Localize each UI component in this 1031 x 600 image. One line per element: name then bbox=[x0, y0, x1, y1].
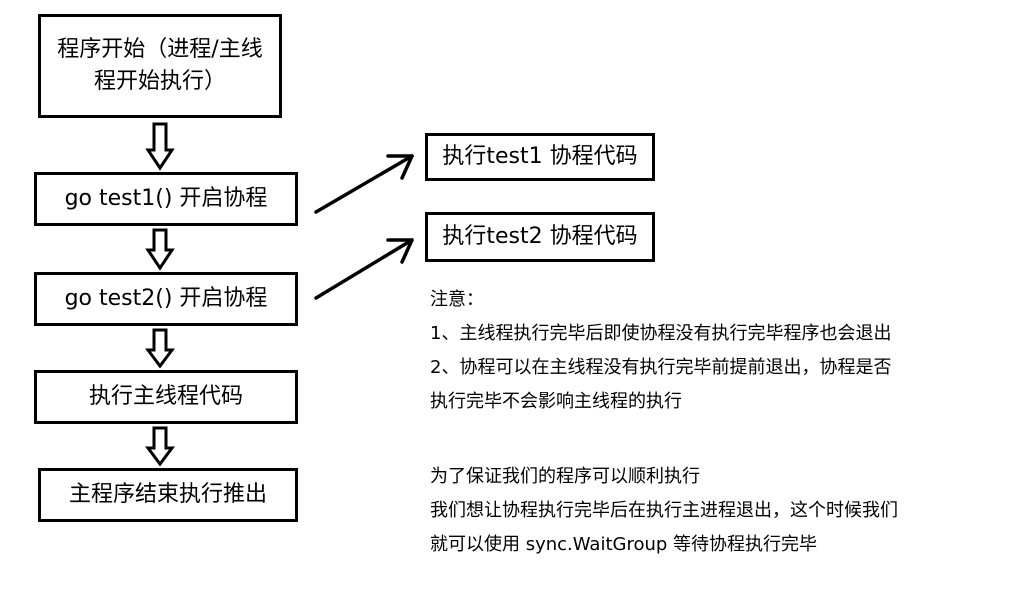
test1-goroutine-label: 执行test1 协程代码 bbox=[442, 144, 638, 170]
note-line: 1、主线程执行完毕后即使协程没有执行完毕程序也会退出 bbox=[430, 323, 892, 344]
down-arrow-2 bbox=[145, 228, 175, 271]
go-test2-label: go test2() 开启协程 bbox=[64, 286, 268, 312]
arrow-head-test2 bbox=[386, 238, 414, 264]
arrow-to-test1 bbox=[314, 154, 414, 214]
test2-goroutine-box: 执行test2 协程代码 bbox=[425, 212, 655, 262]
arrow-head-test1 bbox=[386, 154, 414, 180]
test1-goroutine-box: 执行test1 协程代码 bbox=[425, 133, 655, 181]
end-box: 主程序结束执行推出 bbox=[38, 468, 298, 522]
go-test1-box: go test1() 开启协程 bbox=[34, 172, 298, 226]
end-label: 主程序结束执行推出 bbox=[68, 482, 267, 508]
go-test2-box: go test2() 开启协程 bbox=[34, 272, 298, 326]
sync-notes-block: 为了保证我们的程序可以顺利执行 我们想让协程执行完毕后在执行主进程退出，这个时候… bbox=[430, 463, 898, 565]
start-box: 程序开始（进程/主线程开始执行） bbox=[38, 14, 282, 118]
note-line: 2、协程可以在主线程没有执行完毕前提前退出，协程是否 bbox=[430, 357, 892, 378]
down-arrow-1 bbox=[145, 122, 175, 171]
start-label: 程序开始（进程/主线程开始执行） bbox=[57, 37, 263, 94]
notes-block: 注意： 1、主线程执行完毕后即使协程没有执行完毕程序也会退出 2、协程可以在主线… bbox=[430, 286, 891, 422]
main-thread-label: 执行主线程代码 bbox=[88, 384, 243, 410]
note-line: 注意： bbox=[430, 289, 484, 310]
down-arrow-3 bbox=[145, 328, 175, 369]
sync-note-line: 就可以使用 sync.WaitGroup 等待协程执行完毕 bbox=[430, 534, 818, 555]
go-test1-label: go test1() 开启协程 bbox=[64, 186, 268, 212]
test2-goroutine-label: 执行test2 协程代码 bbox=[442, 224, 638, 250]
note-line: 执行完毕不会影响主线程的执行 bbox=[430, 391, 682, 412]
sync-note-line: 我们想让协程执行完毕后在执行主进程退出，这个时候我们 bbox=[430, 500, 898, 521]
sync-note-line: 为了保证我们的程序可以顺利执行 bbox=[430, 466, 700, 487]
arrow-to-test2 bbox=[314, 238, 414, 300]
down-arrow-4 bbox=[145, 426, 175, 467]
main-thread-box: 执行主线程代码 bbox=[34, 370, 298, 424]
